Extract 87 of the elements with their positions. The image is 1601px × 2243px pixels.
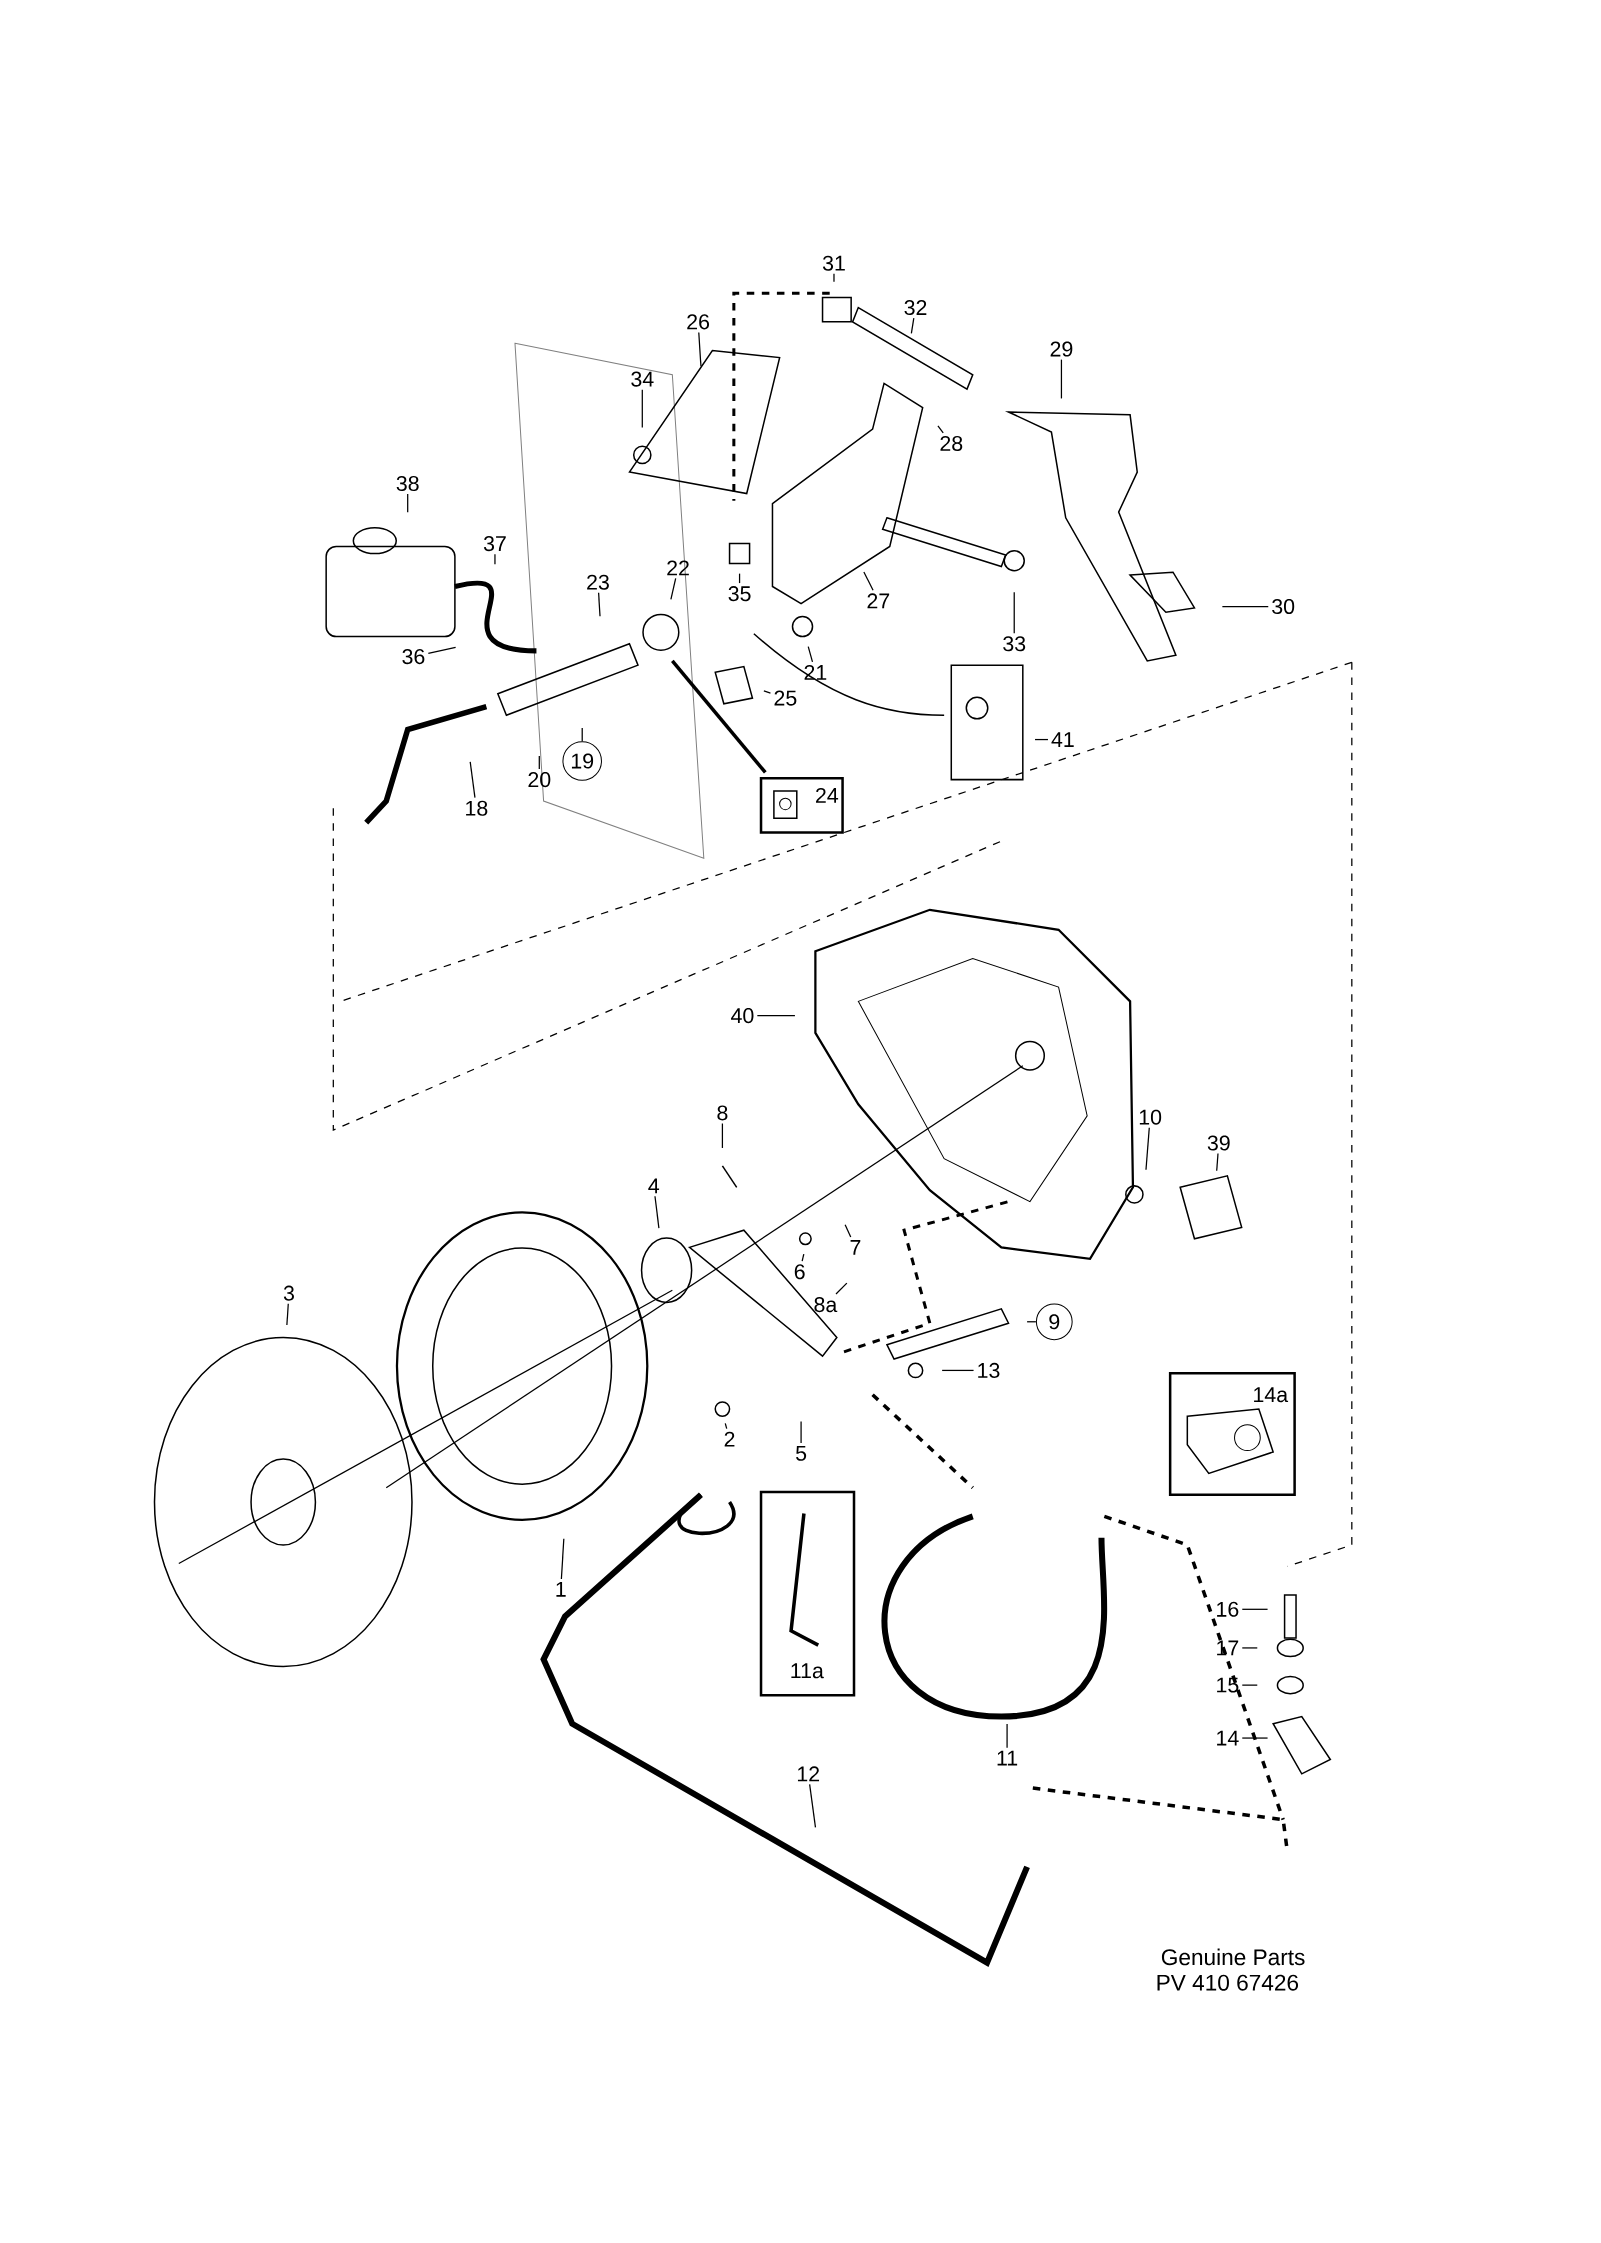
leader-line [809, 1783, 817, 1829]
leader-line [1026, 1321, 1037, 1323]
leader-line [807, 645, 814, 663]
inset-box: 24 [759, 776, 844, 834]
callout-number: 8 [717, 1105, 728, 1121]
callout-number: 39 [1207, 1135, 1230, 1151]
callout-number: 11 [997, 1750, 1018, 1766]
callout-number: 30 [1272, 599, 1295, 615]
callout-number: 37 [484, 536, 506, 552]
callout-number: 35 [728, 586, 751, 602]
leader-line [654, 1195, 660, 1229]
leader-line [1216, 1152, 1219, 1172]
callout-number: 25 [774, 690, 797, 706]
callout-number: 1 [556, 1581, 566, 1597]
leader-line [800, 1420, 802, 1444]
callout-number: 6 [794, 1264, 805, 1280]
leader-line [763, 690, 772, 694]
leader-line [1145, 1127, 1151, 1171]
callout-number: 5 [796, 1445, 807, 1461]
leader-line [641, 389, 644, 429]
callout-number: 28 [940, 435, 963, 451]
leader-line [670, 577, 677, 600]
leader-line [494, 553, 496, 565]
leader-line [844, 1224, 852, 1238]
callout-number: 12 [798, 1766, 820, 1782]
leader-line [1241, 1684, 1259, 1686]
leader-line [756, 1015, 796, 1017]
inset-box: 14a [1169, 1372, 1296, 1497]
callout-number: 8a [814, 1297, 838, 1313]
leader-line [801, 1253, 805, 1262]
leader-line [1221, 605, 1270, 608]
callout-number: 22 [667, 560, 689, 576]
leader-line [721, 1122, 724, 1149]
circled-callout-number: 19 [562, 741, 603, 781]
leader-line [698, 331, 702, 367]
leader-line [538, 755, 541, 770]
leader-line [427, 646, 457, 654]
leader-line [941, 1369, 975, 1372]
leader-line [835, 1282, 848, 1295]
leader-line [1241, 1608, 1269, 1610]
callout-number: 40 [731, 1008, 754, 1024]
callout-number: 13 [978, 1362, 1000, 1378]
callout-number: 33 [1003, 636, 1026, 652]
circled-callout-number: 9 [1036, 1303, 1073, 1341]
callout-number: 41 [1051, 732, 1074, 747]
callout-number: 18 [466, 800, 488, 816]
callout-number: 14 [1217, 1730, 1239, 1746]
callout-number: 20 [528, 772, 551, 788]
callout-number: 16 [1217, 1601, 1239, 1617]
leader-line [937, 425, 944, 434]
callout-number: 10 [1140, 1109, 1162, 1125]
callout-number: 29 [1050, 341, 1073, 357]
callout-number: 34 [631, 371, 654, 387]
callout-number: 2 [724, 1431, 735, 1447]
caption-text: Genuine Parts [1162, 1948, 1305, 1966]
callout-number: 36 [402, 649, 425, 665]
callout-number: 38 [396, 475, 419, 492]
leader-line [1241, 1737, 1269, 1739]
leader-line [469, 761, 476, 799]
callout-number: 23 [587, 574, 610, 590]
leader-line [1034, 738, 1049, 741]
leader-line [724, 1422, 728, 1430]
inset-box: 11a [759, 1490, 856, 1697]
leader-line [739, 573, 741, 584]
leader-line [1241, 1647, 1259, 1649]
callout-number: 7 [850, 1240, 861, 1255]
leader-line [1006, 1723, 1008, 1749]
leader-line [581, 727, 583, 742]
callout-number: 32 [904, 300, 927, 316]
callout-number: 26 [687, 314, 710, 330]
leader-line [910, 317, 915, 334]
callout-number: 17 [1217, 1640, 1239, 1656]
leader-line [833, 273, 835, 283]
leader-line [1060, 359, 1063, 400]
leader-line [598, 592, 601, 617]
callout-number: 27 [867, 593, 890, 609]
callout-number: 31 [823, 255, 845, 271]
callout-number: 3 [284, 1285, 295, 1301]
part-number: PV 410 67426 [1157, 1974, 1299, 1991]
callout-number: 15 [1217, 1677, 1239, 1693]
leader-line [560, 1538, 565, 1580]
leader-line [1013, 591, 1015, 634]
leader-line [286, 1303, 290, 1326]
callout-number: 4 [648, 1178, 660, 1194]
callout-number: 21 [804, 664, 827, 680]
leader-line [407, 493, 409, 513]
leader-line [863, 571, 874, 591]
